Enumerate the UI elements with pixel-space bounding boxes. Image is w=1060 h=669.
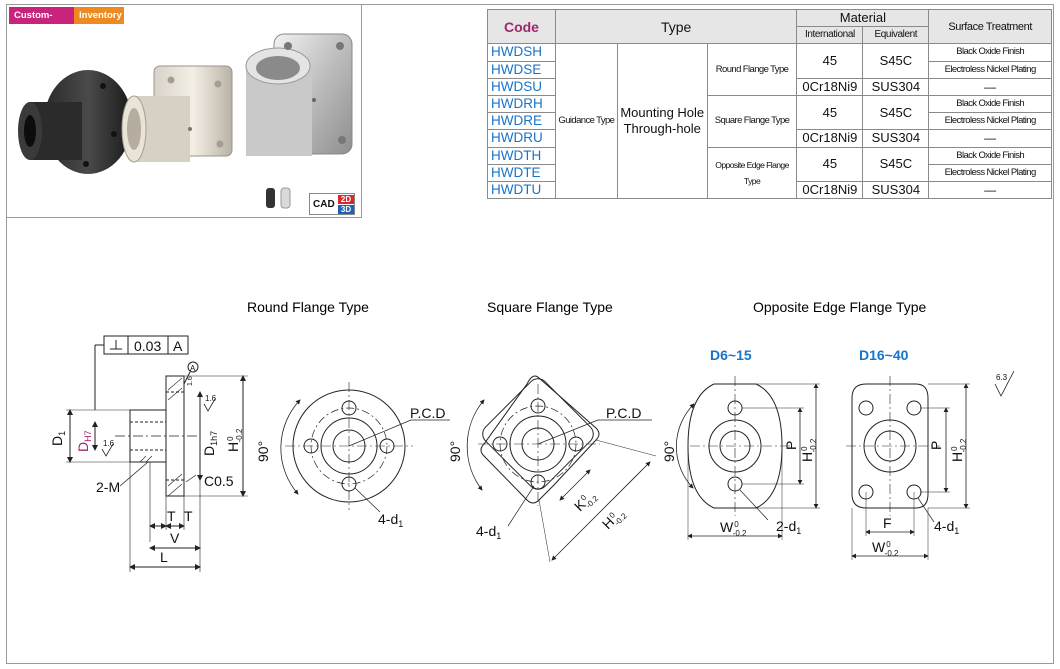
mat-equiv-round: S45C <box>862 43 930 79</box>
square-flange-title: Square Flange Type <box>487 299 613 315</box>
round-flange-type-cell: Round Flange Type <box>706 43 798 96</box>
set-screw-image <box>266 187 291 209</box>
code-hwdte[interactable]: HWDTE <box>487 163 556 182</box>
code-hwdtu[interactable]: HWDTU <box>487 180 556 200</box>
dim-f-label: F <box>883 515 892 531</box>
mounting-hole-cell: Mounting Hole Through-hole <box>616 43 708 200</box>
pcd-round-label: P.C.D <box>410 405 446 421</box>
dim-h-large: H0-0.2 <box>949 438 968 462</box>
dim-v-label: V <box>170 530 180 546</box>
product-photo-panel: Custom-made Inventory <box>6 4 362 218</box>
dim-t2-label: T <box>184 508 193 524</box>
tolerance-value: 0.03 <box>134 338 161 354</box>
mat-intl-opposite: 45 <box>796 146 864 182</box>
dim-d-h7-label: DH7 <box>75 430 93 452</box>
holes-2d1: 2-d1 <box>776 518 801 536</box>
mat-steel-intl-opposite: 0Cr18Ni9 <box>796 180 864 200</box>
dim-h-side-label: H0-0.2 <box>225 428 244 452</box>
surface-none-opposite: — <box>928 180 1052 200</box>
opposite-flange-small-view <box>675 376 820 540</box>
roughness-16-face: 1.6 <box>205 394 217 403</box>
angle-90-square: 90° <box>447 441 463 462</box>
roughness-symbols <box>101 370 1015 457</box>
mat-intl-square: 45 <box>796 94 864 131</box>
dim-t1-label: T <box>167 508 176 524</box>
dim-d1h7-label: D1h7 <box>201 431 219 456</box>
code-hwdru[interactable]: HWDRU <box>487 129 556 148</box>
product-photo <box>18 33 353 209</box>
opposite-flange-type-cell: Opposite Edge Flange Type <box>706 146 798 200</box>
code-hwdrh[interactable]: HWDRH <box>487 94 556 114</box>
code-hwdth[interactable]: HWDTH <box>487 146 556 165</box>
dim-c05-label: C0.5 <box>204 473 234 489</box>
datum-circle-label: A <box>190 364 196 373</box>
dim-k-label: K0-0.2 <box>571 486 601 516</box>
square-flange-front-view <box>466 375 657 563</box>
material-header: Material <box>796 8 930 28</box>
mat-equiv-opposite: S45C <box>862 146 930 182</box>
cad-download-button[interactable]: CAD 2D 3D <box>309 193 355 215</box>
subtitle-d6-15: D6~15 <box>710 347 752 363</box>
code-hwdse[interactable]: HWDSE <box>487 60 556 79</box>
nickel-square-flange-image <box>121 65 233 163</box>
dim-l-label: L <box>160 549 168 565</box>
angle-90-round: 90° <box>255 441 271 462</box>
roughness-16-top: 1.6 <box>187 376 194 386</box>
inventory-badge: Inventory <box>74 7 124 24</box>
opposite-flange-title: Opposite Edge Flange Type <box>753 299 927 315</box>
roughness-63-general: 6.3 <box>996 373 1008 382</box>
dim-d1-label: D1 <box>49 431 67 446</box>
side-section-view <box>66 335 248 572</box>
holes-4d1-round: 4-d1 <box>378 511 403 529</box>
holes-4d1-opposite: 4-d1 <box>934 518 959 536</box>
round-flange-title: Round Flange Type <box>247 299 369 315</box>
mat-steel-intl-square: 0Cr18Ni9 <box>796 129 864 148</box>
dim-w-small: W0-0.2 <box>720 519 747 538</box>
angle-90-opposite: 90° <box>661 441 677 462</box>
dim-p-small: P <box>783 441 799 450</box>
black-round-flange-image <box>18 70 132 174</box>
mat-steel-intl-round: 0Cr18Ni9 <box>796 77 864 96</box>
surface-header: Surface Treatment <box>928 8 1052 45</box>
datum-label: A <box>173 338 183 354</box>
steel-opposite-flange-image <box>245 33 353 156</box>
custom-made-badge: Custom-made <box>9 7 75 38</box>
opposite-flange-large-view <box>846 376 970 560</box>
type-header: Type <box>554 8 798 45</box>
dim-w-large: W0-0.2 <box>872 539 899 558</box>
code-header: Code <box>487 8 556 45</box>
mat-steel-equiv-opposite: SUS304 <box>862 180 930 200</box>
roughness-16-bore: 1.6 <box>103 439 115 448</box>
cad-3d-label: 3D <box>338 205 354 214</box>
holes-4d1-square: 4-d1 <box>476 523 501 541</box>
cad-2d-label: 2D <box>338 195 354 204</box>
round-flange-front-view <box>280 382 450 513</box>
page-frame <box>6 4 1054 664</box>
dim-p-large: P <box>928 441 944 450</box>
dim-2m-label: 2-M <box>96 479 120 495</box>
dim-h-small: H0-0.2 <box>799 438 818 462</box>
pcd-square-label: P.C.D <box>606 405 642 421</box>
spec-table: Code Type Material Surface Treatment Int… <box>487 8 1052 200</box>
subtitle-d16-40: D16~40 <box>859 347 909 363</box>
